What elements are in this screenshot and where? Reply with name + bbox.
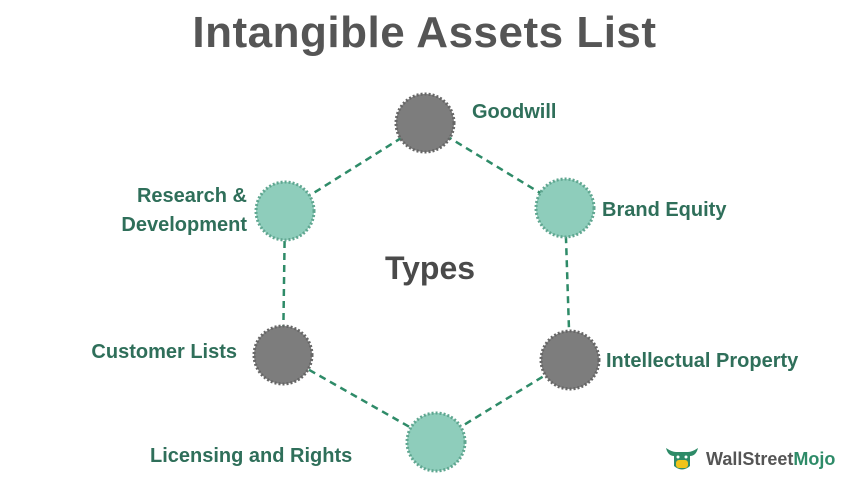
label-customer-lists: Customer Lists bbox=[91, 341, 237, 363]
brand-logo: WallStreetMojo bbox=[664, 444, 835, 474]
label-research-development: Research & Development bbox=[60, 182, 247, 240]
bull-logo-icon bbox=[666, 448, 698, 470]
brand-name: WallStreetMojo bbox=[706, 448, 836, 469]
node-goodwill bbox=[394, 92, 456, 154]
label-licensing-and-rights: Licensing and Rights bbox=[150, 445, 353, 467]
label-intellectual-property: Intellectual Property bbox=[606, 350, 799, 372]
center-label: Types bbox=[384, 250, 476, 286]
page-title: Intangible Assets List bbox=[192, 8, 657, 57]
node-intellectual-property bbox=[539, 329, 601, 391]
node-brand-equity bbox=[534, 177, 596, 239]
label-research-line1: Research & bbox=[136, 185, 247, 207]
node-licensing-and-rights bbox=[405, 411, 467, 473]
label-brand-equity: Brand Equity bbox=[602, 199, 727, 221]
label-goodwill: Goodwill bbox=[472, 101, 557, 123]
label-research-line2: Development bbox=[121, 214, 247, 236]
node-research-development bbox=[254, 180, 316, 242]
node-customer-lists bbox=[252, 324, 314, 386]
